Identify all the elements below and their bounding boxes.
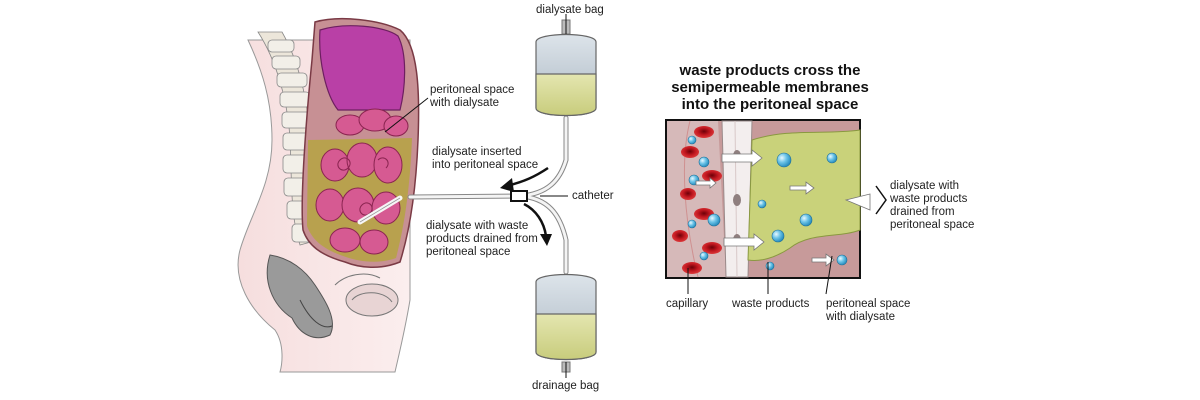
inset-drained-label: dialysate with waste products drained fr…	[890, 180, 974, 232]
peritoneal-space-label-line2: with dialysate	[430, 97, 500, 109]
dialysate-inserted-label-line2: into peritoneal space	[432, 159, 539, 171]
dialysate-inserted-label-line1: dialysate inserted	[432, 146, 522, 158]
leader-lines	[384, 14, 568, 378]
tubing-inner	[408, 116, 568, 274]
body-cross-section	[237, 18, 420, 373]
inset-title-line1: waste products cross the	[679, 62, 861, 79]
arrow-in-head	[500, 178, 514, 192]
pelvis	[266, 254, 333, 339]
dialysate-drained-label-line1: dialysate with waste	[426, 220, 529, 232]
inset-title-line2: semipermeable membranes	[671, 79, 869, 96]
waste-products-label: waste products	[732, 298, 810, 310]
inset-drained-label-line3: drained from	[890, 206, 955, 218]
peritoneal-space-label: peritoneal space with dialysate	[430, 84, 514, 110]
inset-drained-label-line2: waste products	[890, 193, 968, 205]
inset-drained-label-line4: peritoneal space	[890, 219, 975, 231]
inset-title: waste products cross the semipermeable m…	[640, 62, 900, 113]
dialysate-bag-label: dialysate bag	[536, 4, 604, 16]
membrane-inset	[665, 119, 861, 279]
inset-drained-label-line1: dialysate with	[890, 180, 960, 192]
capillary-region	[667, 121, 726, 277]
stomach	[319, 25, 406, 111]
catheter-label: catheter	[572, 190, 614, 202]
peritoneal-space-label-line1: peritoneal space	[430, 84, 515, 96]
inset-peritoneal-label-line2: with dialysate	[826, 311, 896, 323]
inset-leaders	[687, 255, 833, 295]
dialysate-bag	[535, 19, 597, 117]
dialysate-inserted-label: dialysate inserted into peritoneal space	[432, 146, 538, 172]
dialysate-drained-label-line3: peritoneal space	[426, 246, 511, 258]
bladder	[345, 283, 399, 317]
dialysate-drained-label-line2: products drained from	[426, 233, 538, 245]
inset-peritoneal-label-line1: peritoneal space	[826, 298, 911, 310]
crossing-arrows	[695, 149, 835, 267]
dialysate-drained-label: dialysate with waste products drained fr…	[426, 220, 538, 259]
intestines	[315, 108, 409, 255]
inset-peritoneal-label: peritoneal space with dialysate	[826, 298, 910, 324]
arrow-out-head	[540, 234, 552, 246]
catheter-clamp	[510, 190, 528, 202]
inset-title-line3: into the peritoneal space	[681, 96, 859, 113]
drainage-bag-label: drainage bag	[532, 380, 600, 392]
drain-bracket	[875, 185, 887, 215]
drain-arrow	[844, 193, 871, 211]
drainage-bag	[535, 273, 597, 373]
capillary-label: capillary	[666, 298, 709, 310]
